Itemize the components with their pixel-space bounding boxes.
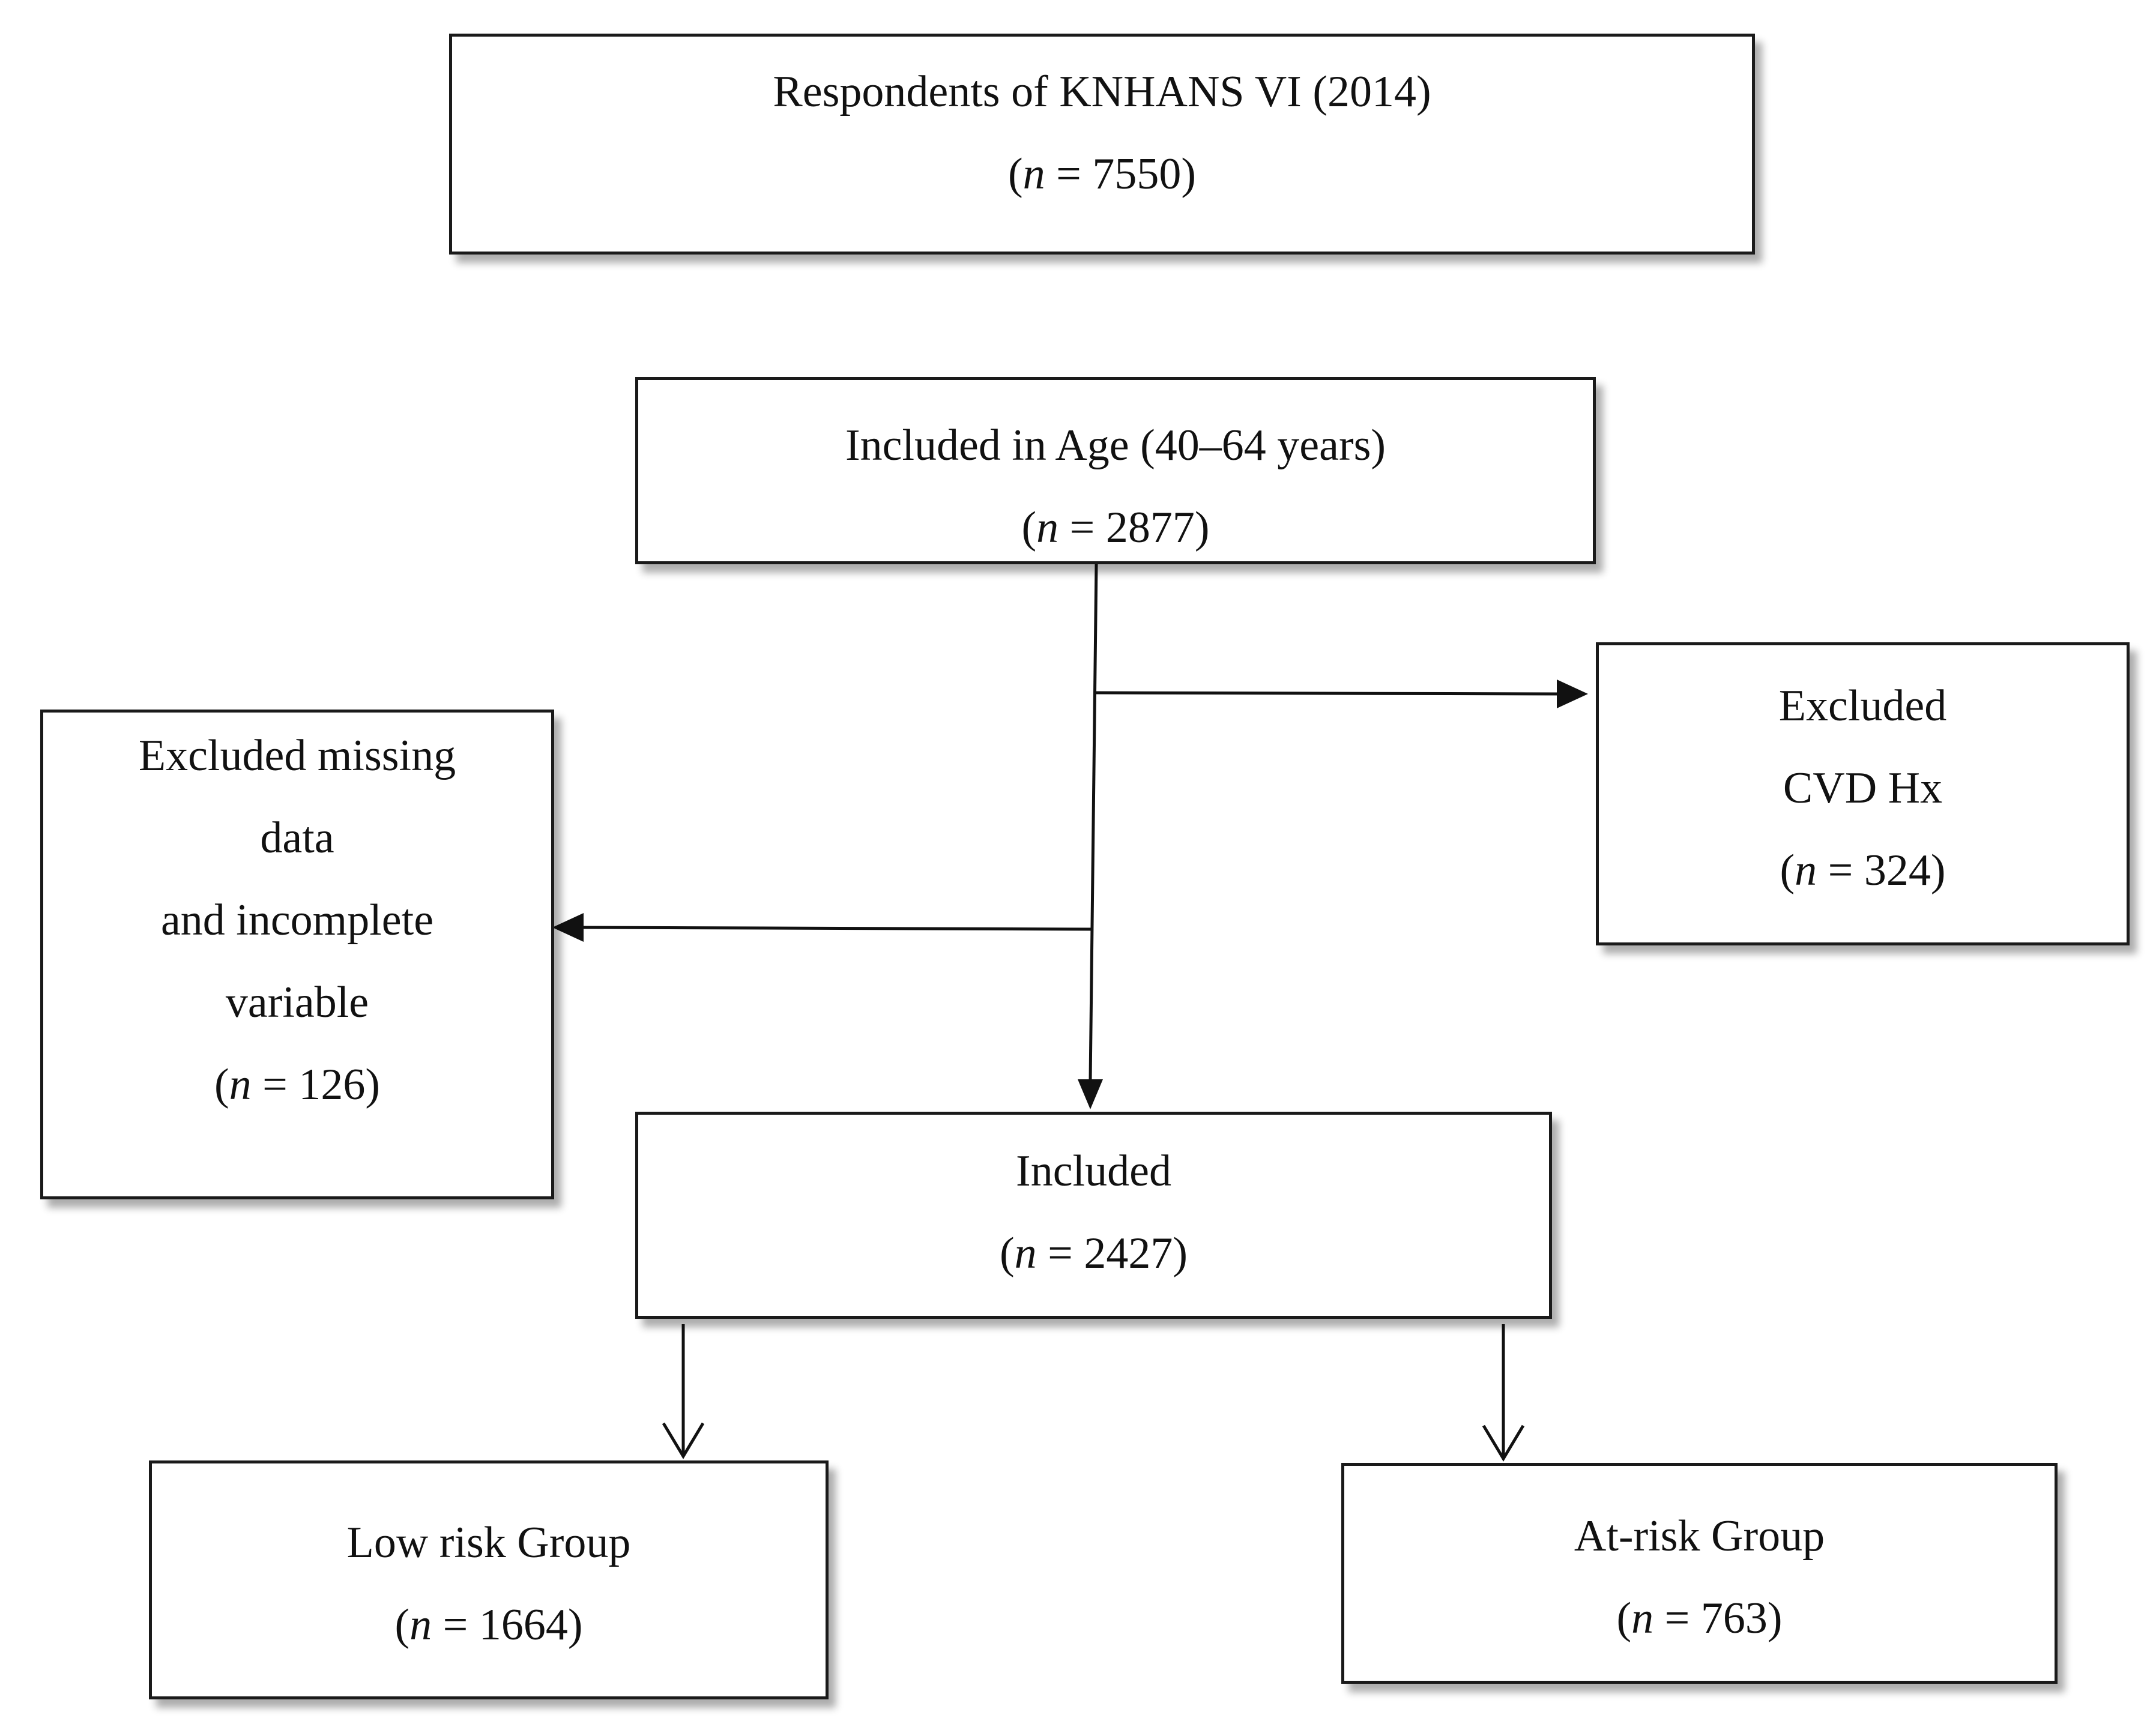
age-filter-count: (n = 2877) xyxy=(1021,503,1210,552)
trunk-line xyxy=(1089,564,1098,1081)
excluded-cvd-count: (n = 324) xyxy=(1780,846,1946,895)
branch-missing-line xyxy=(582,926,1094,931)
low-risk-count: (n = 1664) xyxy=(394,1600,583,1650)
at-risk-count: (n = 763) xyxy=(1616,1594,1783,1643)
excluded-missing-line4: variable xyxy=(225,978,369,1027)
excluded-missing-line3: and incomplete xyxy=(160,896,434,945)
age-filter-box: Included in Age (40–64 years) (n = 2877) xyxy=(635,377,1596,564)
respondents-title: Respondents of KNHANS VI (2014) xyxy=(773,67,1431,116)
at-risk-box: At-risk Group (n = 763) xyxy=(1341,1463,2058,1684)
low-risk-box: Low risk Group (n = 1664) xyxy=(149,1460,829,1699)
excluded-cvd-line2: CVD Hx xyxy=(1783,764,1943,813)
split-low-arrowhead xyxy=(662,1422,705,1459)
branch-missing-arrowhead xyxy=(552,913,584,942)
respondents-count: (n = 7550) xyxy=(1007,149,1197,199)
included-title: Included xyxy=(1016,1147,1171,1196)
excluded-cvd-line1: Excluded xyxy=(1778,681,1947,731)
included-count: (n = 2427) xyxy=(999,1229,1188,1278)
split-atrisk-arrowhead xyxy=(1482,1424,1525,1462)
included-box: Included (n = 2427) xyxy=(635,1112,1552,1319)
excluded-missing-line2: data xyxy=(260,813,334,863)
respondents-box: Respondents of KNHANS VI (2014) (n = 755… xyxy=(449,34,1755,255)
at-risk-title: At-risk Group xyxy=(1574,1511,1825,1561)
excluded-missing-box: Excluded missing data and incomplete var… xyxy=(40,710,554,1199)
age-filter-title: Included in Age (40–64 years) xyxy=(845,421,1386,470)
low-risk-title: Low risk Group xyxy=(346,1518,631,1567)
branch-cvd-line xyxy=(1096,691,1559,696)
trunk-arrowhead xyxy=(1078,1079,1103,1109)
excluded-missing-count: (n = 126) xyxy=(214,1060,381,1109)
excluded-cvd-box: Excluded CVD Hx (n = 324) xyxy=(1596,642,2130,945)
excluded-missing-line1: Excluded missing xyxy=(138,731,456,780)
branch-cvd-arrowhead xyxy=(1557,680,1588,708)
